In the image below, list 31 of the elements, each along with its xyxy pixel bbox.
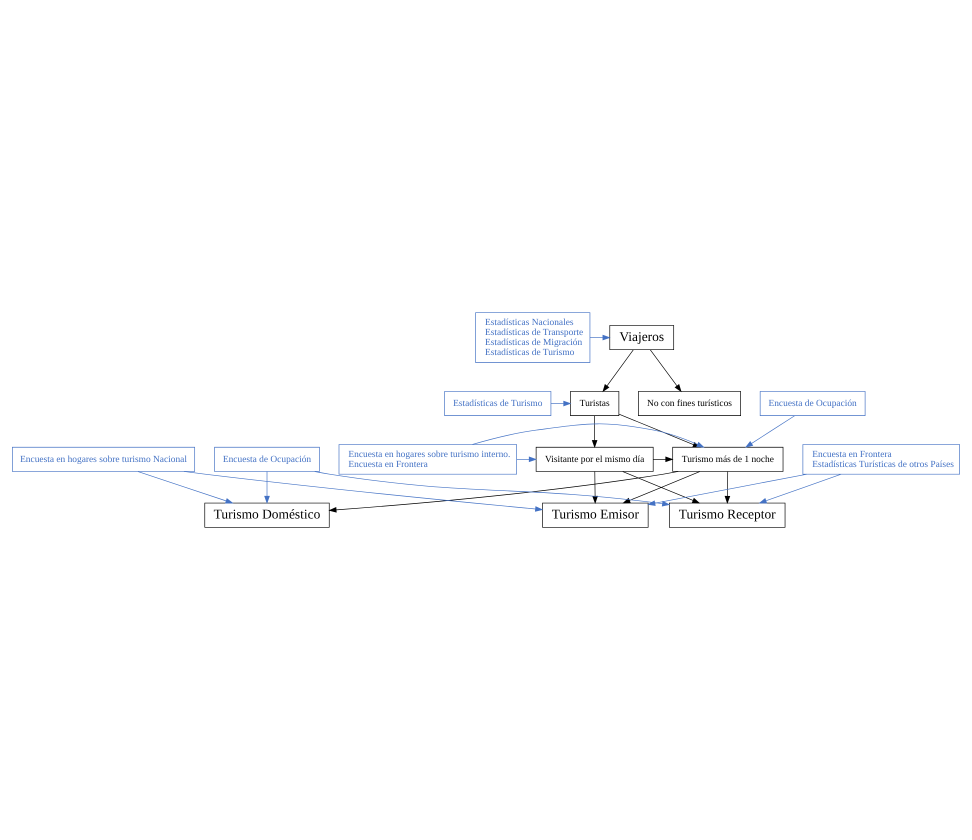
node-box: Estadísticas Nacionales Estadísticas de Transporte Estadísticas de Migración Estadísticas de Turismo (475, 312, 590, 363)
arrow (590, 334, 611, 340)
node-box: Turismo Doméstico (204, 502, 330, 528)
node-box: Visitante por el mismo día (536, 446, 654, 472)
arrow (758, 474, 842, 504)
node-box: Estadísticas de Turismo (444, 391, 552, 416)
arrow (652, 456, 674, 462)
arrow (647, 474, 808, 506)
node-box: Encuesta en Frontera Estadísticas Turísticas de otros Países (802, 444, 960, 474)
node-box: Encuesta de Ocupación (214, 446, 320, 472)
arrow (184, 471, 544, 512)
arrow (592, 415, 598, 448)
arrow (516, 456, 537, 462)
arrow (650, 349, 682, 392)
node-box: Encuesta de Ocupación (760, 391, 866, 416)
arrow (328, 471, 679, 513)
arrow (264, 471, 270, 504)
node-box: Turismo más de 1 noche (672, 446, 784, 472)
node-box: Turistas (570, 391, 620, 416)
node-box: Turismo Emisor (542, 502, 648, 528)
node-box: No con fines turísticos (638, 391, 741, 416)
arrow (724, 471, 730, 504)
arrow (602, 349, 634, 392)
node-box: Encuesta en hogares sobre turismo interno. Encuesta en Frontera (338, 444, 517, 474)
arrow (138, 471, 234, 504)
node-box: Encuesta en hogares sobre turismo Nacional (12, 446, 196, 472)
arrow (550, 400, 572, 406)
arrow (744, 415, 795, 448)
arrow (622, 471, 700, 504)
node-box: Viajeros (609, 325, 674, 350)
node-box: Turismo Receptor (669, 502, 786, 528)
